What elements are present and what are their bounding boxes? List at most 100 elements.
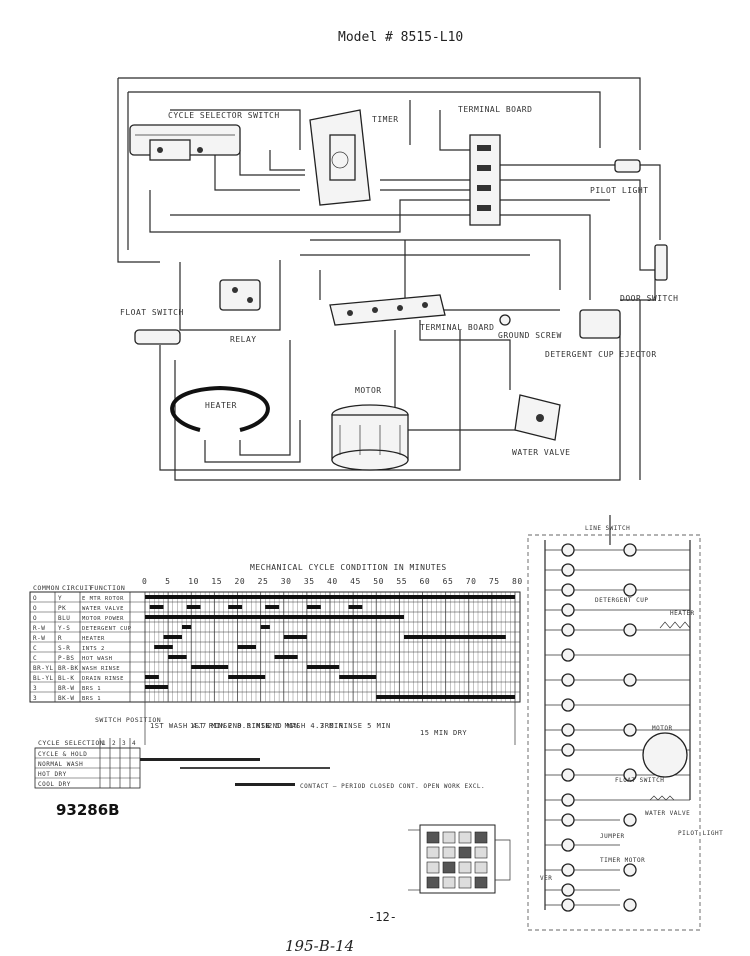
sch-line-switch: LINE SWITCH: [585, 525, 630, 532]
contact-bar: [228, 675, 266, 679]
tick-label: 70: [466, 577, 477, 586]
terminal-cell: [442, 861, 456, 874]
sch-float: FLOAT SWITCH: [615, 777, 664, 784]
terminal-cell: [426, 831, 440, 844]
motor: MOTOR: [331, 386, 409, 471]
tick-label: 15: [211, 577, 222, 586]
phase-2: 1ST RINSE 8.5 MIN: [190, 722, 270, 730]
hdr-function: FUNCTION: [90, 584, 125, 592]
terminal-cell: [474, 876, 488, 889]
terminal-circle: [561, 768, 575, 782]
row-common: O: [33, 615, 37, 622]
label-door-switch: DOOR SWITCH: [620, 294, 678, 303]
terminal-circle: [623, 543, 637, 557]
tick-label: 40: [327, 577, 338, 586]
terminal-circle: [623, 898, 637, 912]
sch-timer-motor: TIMER MOTOR: [600, 857, 645, 864]
terminal-cell: [442, 846, 456, 859]
ground-screw: GROUND SCREW: [498, 314, 562, 340]
hdr-circuit: CIRCUIT: [62, 584, 93, 592]
contact-bar: [163, 635, 182, 639]
terminal-board-top: TERMINAL BOARD: [458, 105, 532, 226]
contact-bar: [182, 625, 192, 629]
tick-label: 60: [420, 577, 431, 586]
terminal-circle: [561, 898, 575, 912]
terminal-cell: [426, 846, 440, 859]
switch-col-label: 3: [122, 740, 126, 747]
terminal-circle: [623, 813, 637, 827]
tick-label: 80: [512, 577, 523, 586]
contact-bar: [145, 615, 404, 619]
row-function: DRAIN RINSE: [82, 676, 124, 682]
contact-bar: [274, 655, 298, 659]
terminal-circle: [561, 838, 575, 852]
tick-label: 55: [396, 577, 407, 586]
row-common: R-W: [33, 625, 45, 632]
switch-col-label: 1: [102, 740, 106, 747]
label-pilot-light: PILOT LIGHT: [590, 186, 648, 195]
sch-water-valve: WATER VALVE: [645, 810, 690, 817]
terminal-circle: [623, 768, 637, 782]
row-function: MOTOR POWER: [82, 616, 124, 622]
sch-jumper: JUMPER: [600, 833, 625, 840]
terminal-circle: [561, 623, 575, 637]
chart-legend: CONTACT — PERIOD CLOSED CONT. OPEN WORK …: [300, 783, 485, 790]
terminal-circle: [561, 698, 575, 712]
label-ground-screw: GROUND SCREW: [498, 331, 562, 340]
contact-bar: [228, 605, 243, 609]
contact-bar: [348, 605, 363, 609]
terminal-cell: [458, 861, 472, 874]
sch-pilot: PILOT LIGHT: [678, 830, 723, 837]
row-function: HEATER: [82, 636, 105, 642]
switch-row-label: HOT DRY: [38, 771, 67, 778]
contact-bar: [265, 605, 280, 609]
handwritten-note: 195-B-14: [285, 937, 355, 955]
row-function: INTS 2: [82, 646, 105, 652]
pilot-light: PILOT LIGHT: [590, 159, 648, 195]
terminal-circle: [623, 583, 637, 597]
label-terminal-board: TERMINAL BOARD: [420, 323, 494, 332]
tick-label: 50: [373, 577, 384, 586]
terminal-cell: [474, 831, 488, 844]
switch-header: CYCLE SELECTION: [38, 739, 104, 747]
page-number: -12-: [368, 910, 397, 924]
terminal-circle: [561, 743, 575, 757]
label-detergent-ejector: DETERGENT CUP EJECTOR: [545, 350, 657, 359]
row-function: BRS 1: [82, 686, 101, 692]
terminal-circle: [623, 723, 637, 737]
terminal-circle: [561, 563, 575, 577]
terminal-circle: [623, 623, 637, 637]
sch-motor: MOTOR: [652, 725, 673, 732]
label-terminal-board-top: TERMINAL BOARD: [458, 105, 532, 114]
heater: HEATER: [170, 385, 270, 432]
terminal-circle: [561, 603, 575, 617]
contact-bar: [145, 595, 515, 599]
row-circuit: Y-S: [58, 625, 70, 632]
terminal-circle: [561, 673, 575, 687]
tick-label: 10: [188, 577, 199, 586]
tick-label: 30: [281, 577, 292, 586]
terminal-cell: [442, 876, 456, 889]
row-function: WASH RINSE: [82, 666, 120, 672]
switch-col-label: 2: [112, 740, 116, 747]
row-circuit: BR-BK: [58, 665, 79, 672]
phase-1: 1ST WASH 4.7 MIN: [150, 722, 225, 730]
terminal-circle: [561, 793, 575, 807]
terminal-circle: [561, 723, 575, 737]
terminal-circle: [561, 863, 575, 877]
phase-5: 3RD RINSE 5 MIN: [320, 722, 391, 730]
phase-4: 2ND WASH 4.7 MIN: [268, 722, 343, 730]
row-function: DETERGENT CUP: [82, 626, 132, 632]
terminal-cell: [442, 831, 456, 844]
row-common: C: [33, 655, 37, 662]
row-function: WATER VALVE: [82, 606, 124, 612]
contact-bar: [376, 695, 515, 699]
terminal-circle: [561, 648, 575, 662]
terminal-block-grid: [426, 831, 488, 889]
cycle-selector-switch: CYCLE SELECTOR SWITCH: [129, 111, 279, 161]
